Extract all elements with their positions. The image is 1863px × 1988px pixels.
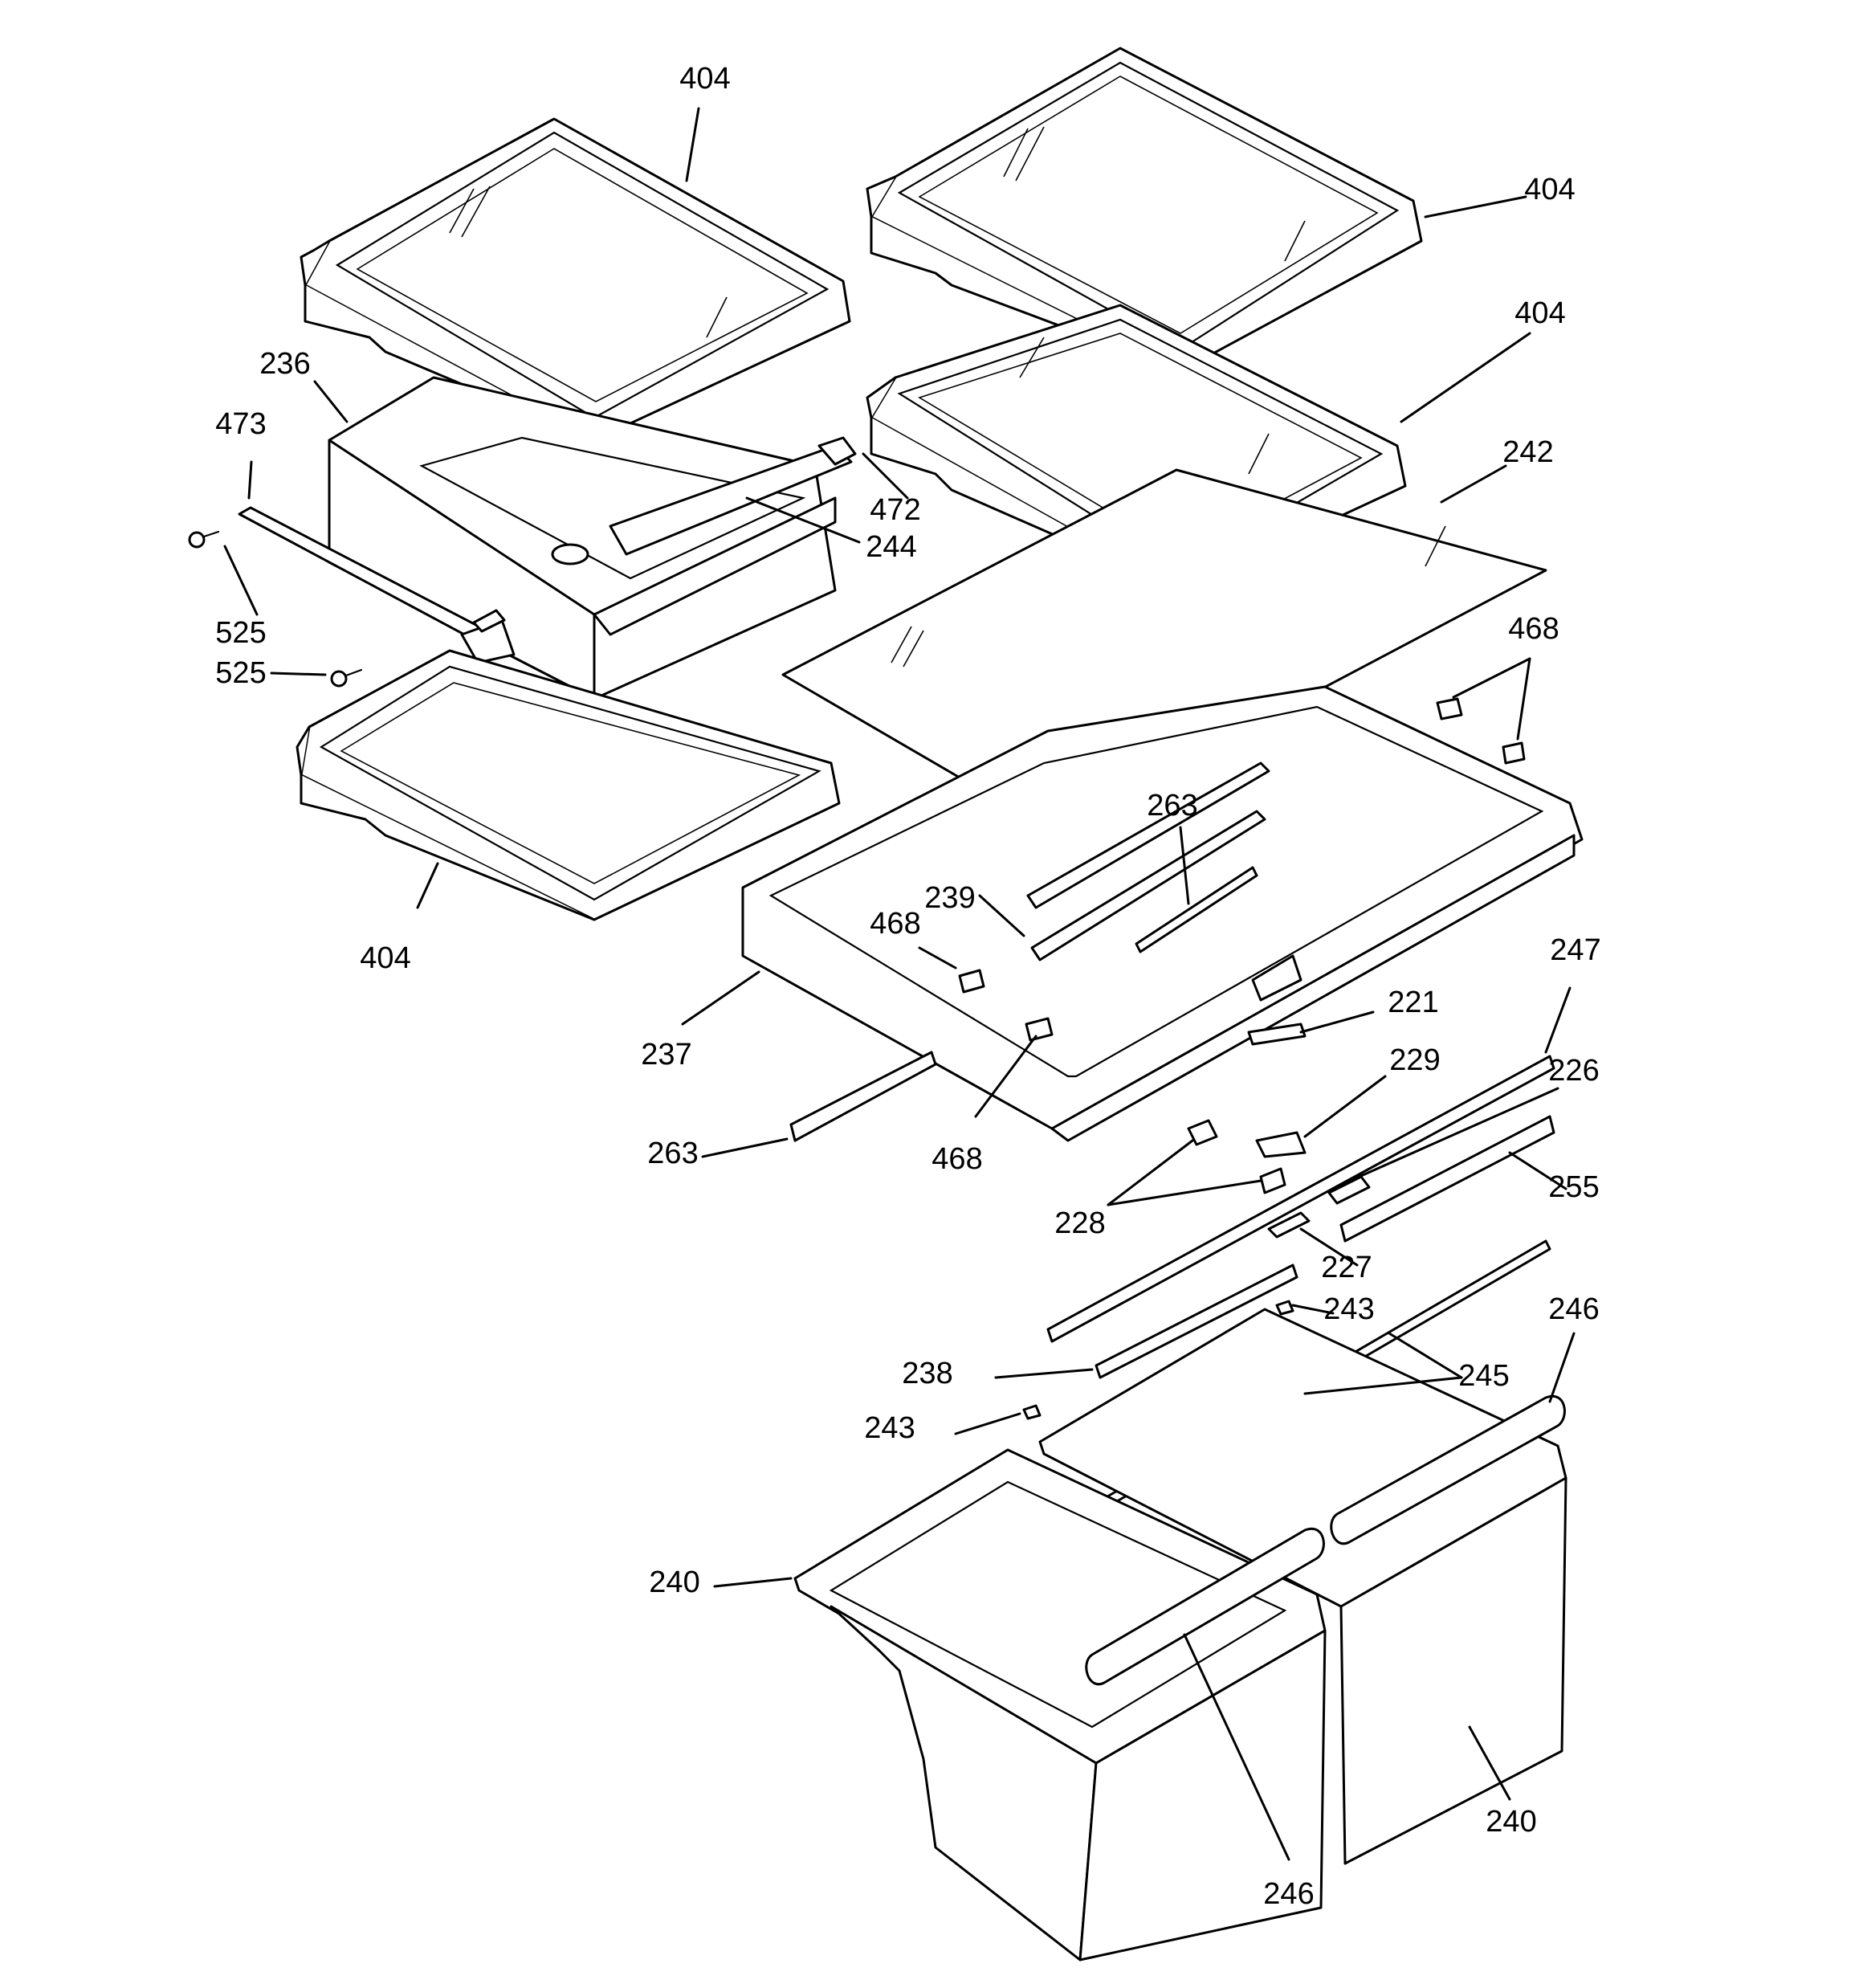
callout-263-lower: 263 [647, 1137, 698, 1170]
callout-236: 236 [259, 347, 310, 381]
part-228-b [1259, 1167, 1286, 1194]
callout-239: 239 [924, 881, 975, 915]
clip-468-left [958, 969, 985, 994]
callout-255: 255 [1548, 1170, 1599, 1204]
callout-227: 227 [1321, 1251, 1372, 1284]
drawer-rail [238, 506, 516, 664]
shelf-upper-left [300, 117, 851, 442]
callout-238: 238 [902, 1357, 952, 1390]
cover-247 [1046, 1055, 1555, 1343]
callout-404-top-right: 404 [1524, 173, 1575, 206]
callout-243-lower: 243 [864, 1411, 915, 1445]
clip-243-right [1275, 1300, 1294, 1316]
callout-263-upper: 263 [1147, 789, 1197, 823]
drawer-clip-472 [817, 436, 857, 466]
callout-525-upper: 525 [215, 616, 266, 650]
clip-468-right-top [1436, 697, 1463, 720]
callout-240-left: 240 [649, 1565, 699, 1599]
callout-525-lower: 525 [215, 656, 266, 690]
part-221 [1247, 1023, 1307, 1046]
callout-468-top-right: 468 [1508, 612, 1559, 646]
callout-246-bottom: 246 [1263, 1877, 1314, 1911]
callout-229: 229 [1389, 1043, 1440, 1077]
callout-221: 221 [1388, 986, 1438, 1019]
callout-246-upper: 246 [1548, 1292, 1599, 1326]
shelf-upper-right [866, 47, 1423, 373]
callout-242: 242 [1502, 435, 1553, 469]
screw-lower [330, 668, 363, 688]
callout-473: 473 [215, 407, 266, 441]
crisper-drawer-front [793, 1448, 1327, 1961]
callout-237: 237 [641, 1038, 691, 1072]
clip-243-left [1022, 1404, 1042, 1420]
callout-243-upper: 243 [1323, 1292, 1374, 1326]
clip-468-bottom [1025, 1017, 1054, 1042]
crisper-drawer-rear [1038, 1308, 1567, 1865]
callout-472: 472 [870, 493, 920, 527]
screw-upper [188, 530, 220, 549]
callout-404-lower-left: 404 [360, 941, 410, 975]
rail-263-upper [1135, 866, 1258, 953]
callout-226: 226 [1548, 1054, 1599, 1088]
leader-lines [223, 107, 1576, 1861]
callout-labels: 404 404 404 404 236 473 472 244 525 525 … [215, 62, 1600, 1911]
callout-468-left: 468 [870, 907, 920, 941]
callout-404-top-left: 404 [679, 62, 730, 96]
callout-468-bottom: 468 [932, 1142, 982, 1176]
rail-263-lower [789, 1051, 937, 1142]
callout-245: 245 [1458, 1359, 1509, 1393]
crisper-frame [741, 685, 1584, 1142]
part-229 [1255, 1131, 1307, 1158]
callout-247: 247 [1550, 933, 1600, 967]
callout-240-right: 240 [1486, 1805, 1536, 1839]
deli-drawer [328, 376, 853, 700]
clip-468-right-bottom [1502, 741, 1526, 765]
callout-228: 228 [1054, 1206, 1105, 1240]
shelf-lower-left [296, 649, 841, 921]
duct-255 [1339, 1115, 1555, 1243]
part-227-b [1327, 1175, 1371, 1205]
part-228-a [1187, 1119, 1218, 1146]
callout-404-middle-right: 404 [1514, 296, 1565, 330]
callout-244: 244 [866, 530, 916, 564]
part-227-a [1267, 1211, 1311, 1239]
duct-238 [1095, 1263, 1298, 1379]
